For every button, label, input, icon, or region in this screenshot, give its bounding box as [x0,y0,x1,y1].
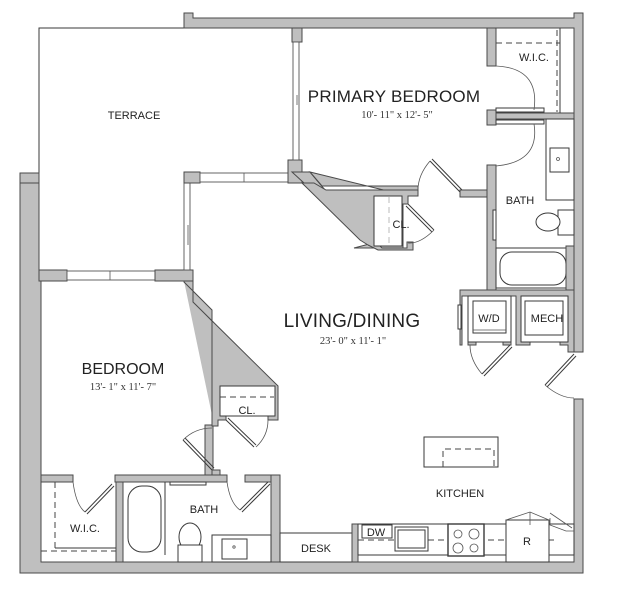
label-refrigerator: R [523,536,531,548]
label-primary-bedroom: PRIMARY BEDROOM [308,87,480,106]
kitchen-fixtures [279,436,575,563]
utility-closets [457,289,577,399]
label-primary-wic: W.I.C. [519,52,549,64]
label-kitchen: KITCHEN [436,488,484,500]
label-desk: DESK [301,543,332,555]
terrace-area [19,27,184,272]
label-living-dining: LIVING/DINING [284,311,421,332]
label-dishwasher: DW [367,527,386,539]
label-primary-bath: BATH [506,195,535,207]
label-washer-dryer: W/D [478,313,499,325]
label-bedroom-closet: CL. [238,405,255,417]
terrace-windows [38,27,303,282]
label-mech: MECH [531,313,563,325]
primary-closet-walls [290,158,491,251]
bedroom-closet-walls [182,280,279,481]
desk-counter [279,532,353,563]
range [447,523,485,557]
dimensions-bedroom: 13'- 1" x 11'- 7" [90,382,156,393]
window-bedroom-terrace [66,270,156,281]
label-terrace: TERRACE [108,110,161,122]
label-primary-closet: CL. [392,219,409,231]
refrigerator [505,519,550,563]
sliding-door-primary [292,41,300,161]
room-labels: TERRACE PRIMARY BEDROOM 10'- 11" x 12'- … [70,52,563,555]
kitchen-island [423,436,499,468]
label-bedroom-wic: W.I.C. [70,523,100,535]
sliding-door-living [183,182,191,271]
dimensions-primary-bedroom: 10'- 11" x 12'- 5" [361,110,432,121]
dishwasher [361,524,393,539]
dimensions-living-dining: 23'- 0" x 11'- 1" [320,336,386,347]
primary-suite-walls [486,27,575,291]
label-bedroom-bath: BATH [190,504,219,516]
bedroom-suite-walls [40,474,281,563]
label-bedroom: BEDROOM [82,361,165,378]
